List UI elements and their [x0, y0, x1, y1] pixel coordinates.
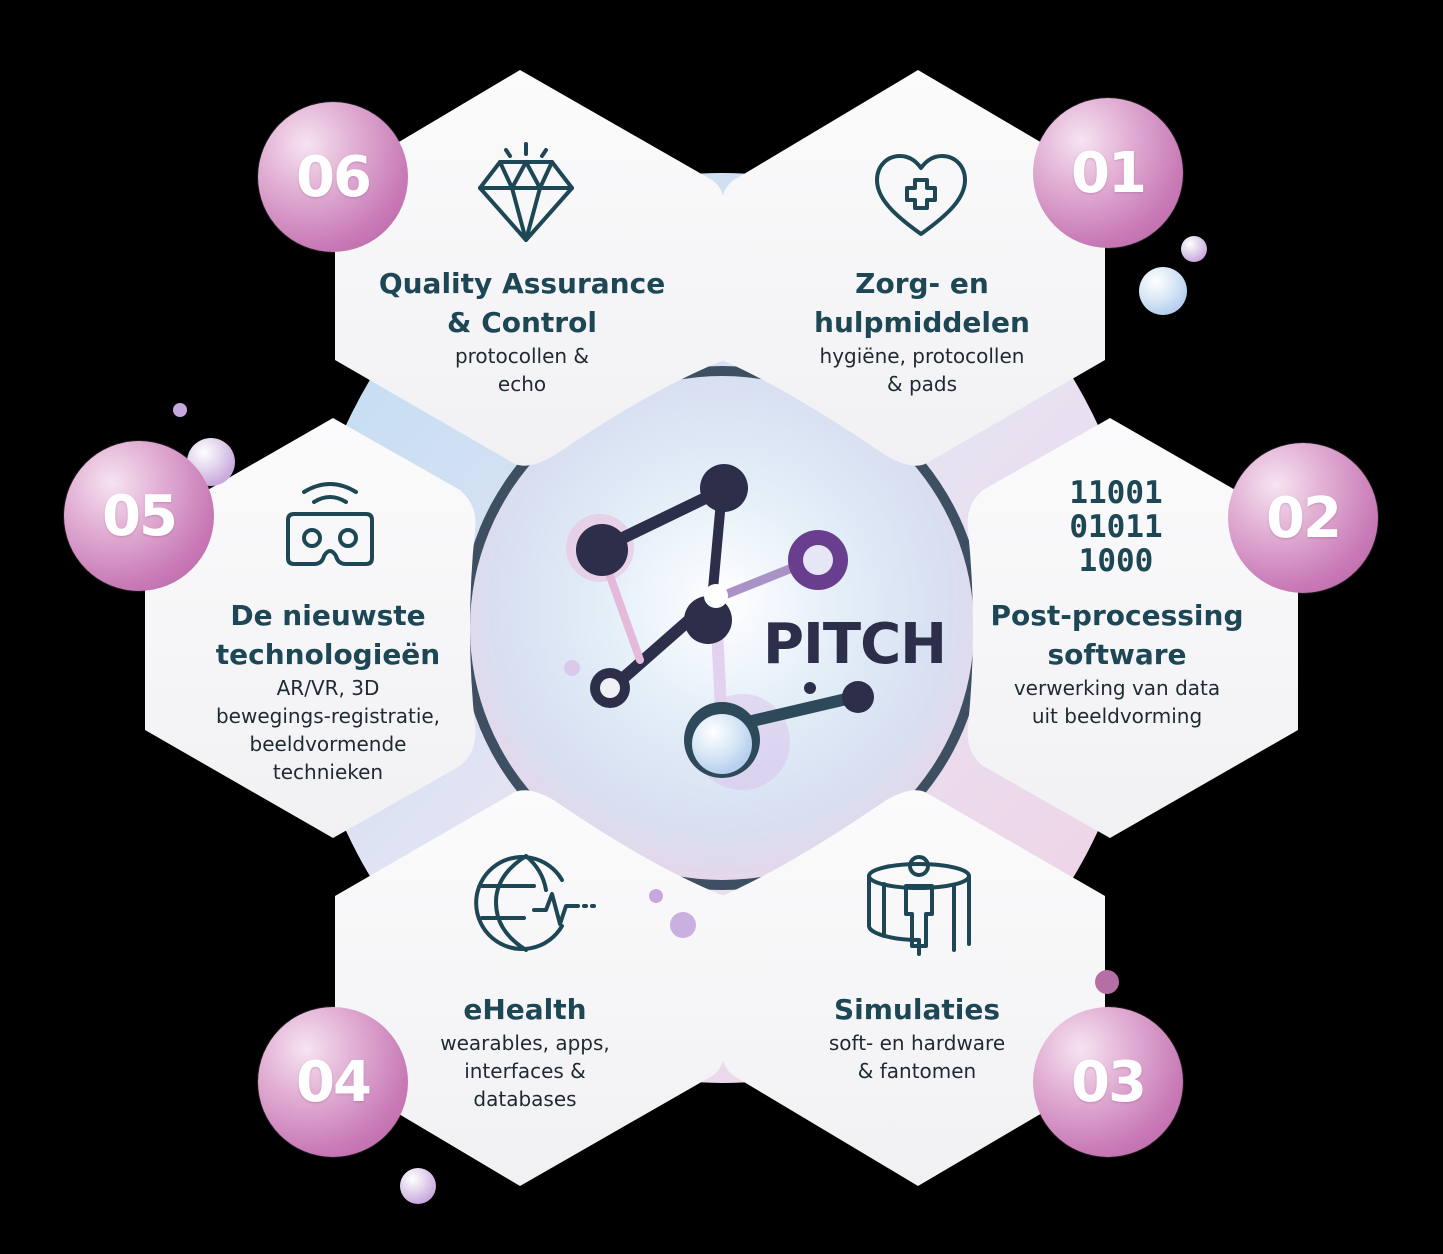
segment-06-text: Quality Assurance & Control protocollen …	[370, 264, 674, 398]
segment-03-text: Simulaties soft- en hardware & fantomen	[770, 990, 1064, 1085]
pitch-logo-text: PITCH	[763, 612, 946, 677]
segment-subtitle: wearables, apps, interfaces & databases	[380, 1029, 670, 1113]
globe-heartbeat-icon	[474, 850, 600, 954]
diamond-icon	[476, 140, 576, 244]
segment-05-text: De nieuwste technologieën AR/VR, 3D bewe…	[180, 596, 476, 786]
badge-05: 05	[64, 441, 214, 591]
binary-code-icon: 11001 01011 1000	[1060, 476, 1172, 578]
segment-subtitle: verwerking van data uit beeldvorming	[970, 674, 1264, 730]
vr-headset-icon	[284, 478, 376, 570]
segment-title: De nieuwste technologieën	[180, 596, 476, 674]
badge-number: 01	[1071, 141, 1145, 206]
badge-number: 03	[1071, 1050, 1145, 1115]
segment-subtitle: hygiëne, protocollen & pads	[770, 342, 1074, 398]
segment-02-text: Post-processing software verwerking van …	[970, 596, 1264, 730]
segment-04-text: eHealth wearables, apps, interfaces & da…	[380, 990, 670, 1113]
heart-plus-icon	[873, 152, 969, 238]
segment-subtitle: soft- en hardware & fantomen	[770, 1029, 1064, 1085]
segment-title: Simulaties	[770, 990, 1064, 1029]
badge-number: 04	[296, 1050, 370, 1115]
segment-title: Zorg- en hulpmiddelen	[770, 264, 1074, 342]
segment-01-text: Zorg- en hulpmiddelen hygiëne, protocoll…	[770, 264, 1074, 398]
badge-number: 02	[1266, 486, 1340, 551]
badge-number: 06	[296, 145, 370, 210]
segment-subtitle: protocollen & echo	[370, 342, 674, 398]
segment-title: Quality Assurance & Control	[370, 264, 674, 342]
badge-02: 02	[1228, 443, 1378, 593]
person-scanner-icon	[866, 854, 972, 956]
badge-number: 05	[102, 484, 176, 549]
segment-title: eHealth	[380, 990, 670, 1029]
badge-01: 01	[1033, 98, 1183, 248]
badge-06: 06	[258, 102, 408, 252]
segment-title: Post-processing software	[970, 596, 1264, 674]
segment-subtitle: AR/VR, 3D bewegings-registratie, beeldvo…	[180, 674, 476, 786]
